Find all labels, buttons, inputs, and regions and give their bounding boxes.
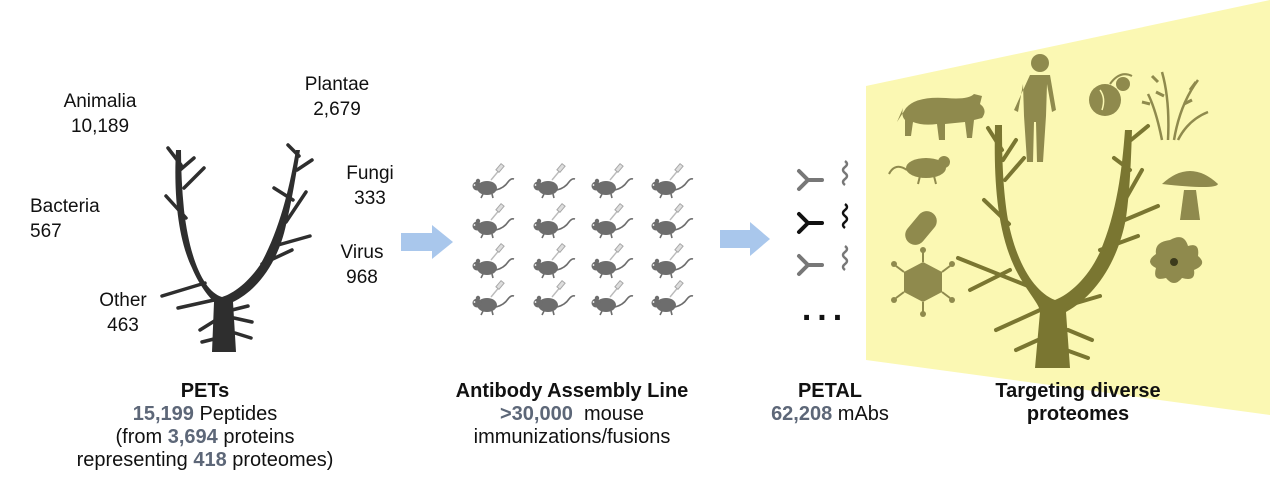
mushroom-icon [1162, 171, 1218, 220]
fruit-icon [1089, 73, 1133, 116]
pets-peptide-count: 15,199 [132, 403, 194, 425]
cow-icon [897, 94, 985, 140]
taxon-animalia: Animalia 10,189 [54, 89, 146, 139]
pets-proteome-count: 418 [193, 449, 227, 471]
petal-mabs-label: mAbs [837, 403, 889, 425]
virus-icon [891, 247, 955, 317]
petal-count: 62,208 [771, 403, 833, 425]
antibody-icon [797, 169, 824, 276]
phylogenetic-tree-icon [160, 143, 314, 352]
pets-protein-label: proteins [223, 426, 295, 448]
taxon-count: 2,679 [313, 99, 361, 120]
taxon-count: 10,189 [70, 116, 130, 137]
wheat-icon [1141, 71, 1209, 141]
pets-peptide-label: Peptides [199, 403, 278, 425]
taxon-bacteria: Bacteria 567 [30, 194, 124, 244]
bacterium-icon [905, 211, 937, 245]
arrow-right-icon [401, 225, 453, 259]
pets-caption: PETs 15,199 Peptides (from 3,694 protein… [40, 380, 370, 472]
taxon-name: Plantae [304, 74, 370, 95]
targeting-line-1: Targeting diverse [995, 380, 1161, 402]
taxon-name: Bacteria [30, 196, 100, 217]
pets-protein-count: 3,694 [167, 426, 218, 448]
more-ellipsis: ... [801, 290, 849, 328]
petal-title: PETAL [797, 380, 863, 402]
assembly-count: >30,000 [499, 403, 573, 425]
pets-proteome-label: proteomes) [232, 449, 334, 471]
pets-representing-label: representing [76, 449, 188, 471]
olive-tree-icon [956, 124, 1160, 368]
taxon-virus: Virus 968 [326, 240, 398, 290]
taxon-name: Animalia [63, 91, 137, 112]
taxon-count: 567 [30, 221, 62, 242]
taxon-name: Virus [340, 242, 384, 263]
assembly-title: Antibody Assembly Line [455, 380, 689, 402]
pets-title: PETs [180, 380, 230, 402]
assembly-mouse-label: mouse [583, 403, 644, 425]
taxon-name: Other [99, 290, 147, 311]
taxon-fungi: Fungi 333 [330, 161, 410, 211]
taxon-count: 968 [346, 267, 378, 288]
taxon-count: 463 [107, 315, 139, 336]
peptide-icon [841, 159, 849, 272]
arrow-right-icon [720, 222, 770, 256]
targeting-caption: Targeting diverse proteomes [958, 380, 1198, 426]
taxon-other: Other 463 [88, 288, 158, 338]
amoeba-icon [1150, 237, 1203, 283]
pets-from-label: (from [115, 426, 163, 448]
human-icon [1014, 54, 1056, 162]
immunized-mouse-grid [471, 162, 694, 316]
taxon-count: 333 [354, 188, 386, 209]
targeting-line-2: proteomes [1026, 403, 1130, 425]
assembly-subtitle: immunizations/fusions [473, 426, 671, 448]
mouse-icon [888, 156, 950, 185]
taxon-name: Fungi [346, 163, 394, 184]
taxon-plantae: Plantae 2,679 [292, 72, 382, 122]
petal-caption: PETAL 62,208 mAbs [740, 380, 920, 426]
assembly-caption: Antibody Assembly Line >30,000 mouse imm… [412, 380, 732, 449]
